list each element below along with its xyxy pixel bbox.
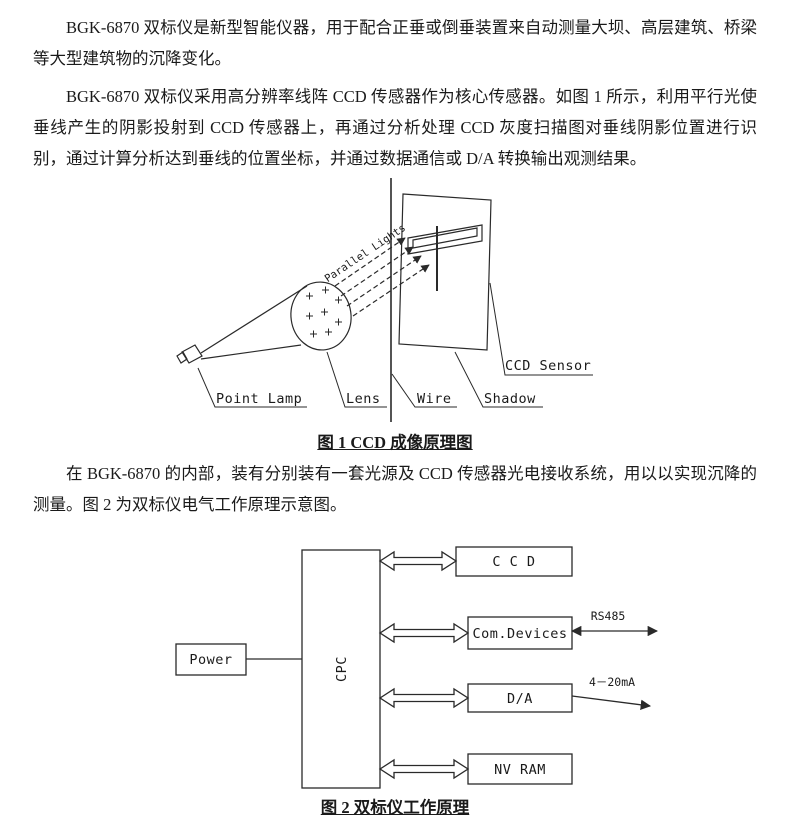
lens-label: Lens [346, 391, 381, 407]
current-loop-label: 4－20mA [589, 675, 635, 689]
paragraph-principle: BGK-6870 双标仪采用高分辨率线阵 CCD 传感器作为核心传感器。如图 1… [33, 87, 757, 168]
paragraph-intro: BGK-6870 双标仪是新型智能仪器，用于配合正垂或倒垂装置来自动测量大坝、高… [33, 18, 757, 68]
current-loop-arrow [571, 695, 652, 710]
cpc-box [301, 549, 381, 789]
cpc-label: CPC [334, 656, 350, 682]
nvram-label: NV RAM [494, 762, 546, 778]
parallel-light-rays [334, 237, 430, 317]
power-label: Power [189, 652, 232, 668]
shadow-label: Shadow [484, 391, 536, 407]
ccd-label: C C D [492, 554, 535, 570]
ccd-sensor-label: CCD Sensor [505, 358, 591, 374]
lens-ellipse [290, 281, 352, 351]
point-lamp-label: Point Lamp [216, 391, 302, 407]
ccd-panel [398, 193, 492, 351]
figure2-working-principle-diagram: Power CPC C C D Com.Devices D/A NV RAM R… [175, 546, 659, 789]
ccd-sensor-strip-inner [412, 227, 478, 249]
arrow-cpc-ccd [378, 550, 458, 572]
paragraph-internal: 在 BGK-6870 的内部，装有分别装有一套光源及 CCD 传感器光电接收系统… [33, 464, 757, 514]
figure1-ccd-imaging-diagram: Parallel Lights CCD Sensor Point Lamp Le… [176, 178, 593, 422]
parallel-lights-label: Parallel Lights [323, 222, 408, 285]
arrow-cpc-nvram [378, 758, 470, 780]
com-devices-label: Com.Devices [473, 626, 568, 642]
da-label: D/A [507, 691, 533, 707]
figure1-caption: 图 1 CCD 成像原理图 [317, 433, 473, 452]
leader-lines [197, 282, 593, 408]
arrow-cpc-com-devices [378, 622, 470, 644]
lens-sparkles-icon [306, 286, 342, 338]
point-lamp-shape [176, 344, 203, 364]
wire-label: Wire [417, 391, 452, 407]
light-cone [200, 285, 308, 360]
rs485-label: RS485 [591, 609, 626, 623]
figure2-caption: 图 2 双标仪工作原理 [320, 798, 470, 817]
arrow-cpc-da [378, 687, 470, 709]
